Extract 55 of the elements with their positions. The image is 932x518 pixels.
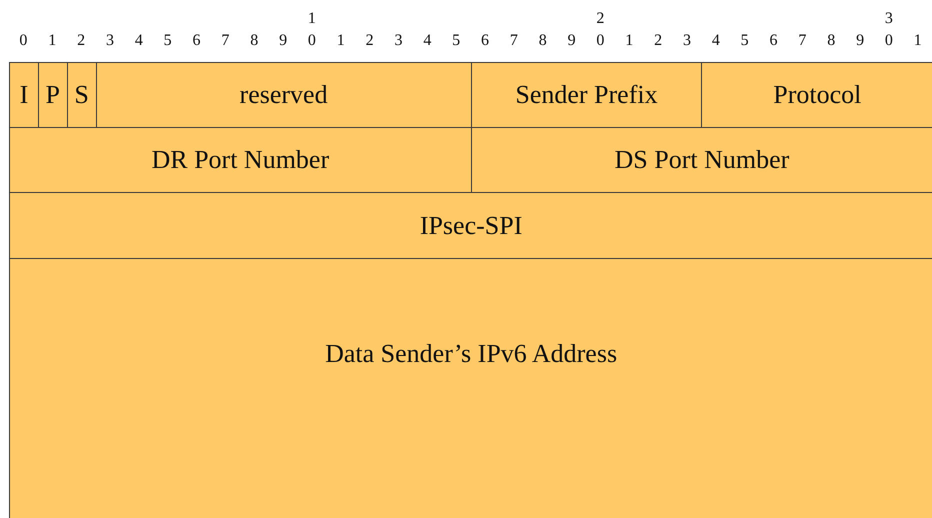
field-box [701,62,932,128]
bit-number: 3 [104,32,115,50]
field-label: P [46,80,60,110]
bit-number: 2 [653,32,664,50]
field-label: I [20,80,28,110]
bit-number: 0 [595,32,606,50]
bit-number: 2 [76,32,86,50]
bit-number: 4 [422,32,432,50]
field-label: DR Port Number [151,145,330,175]
bit-number: 0 [306,32,317,50]
field-label: IPsec-SPI [420,210,522,240]
bit-number: 6 [768,32,779,50]
bit-number: 6 [192,32,202,50]
field-box [66,62,97,128]
bit-tens-digit: 2 [595,10,606,28]
bit-number: 4 [134,32,144,50]
bit-tens-digit: 1 [306,10,317,28]
field-box [9,258,932,518]
bit-number: 5 [740,32,750,50]
field-box [470,62,702,128]
field-box [96,62,472,128]
bit-number: 0 [884,32,894,50]
bit-number: 8 [826,32,836,50]
field-box [9,192,932,259]
field-box [9,62,39,128]
field-box [38,62,68,128]
field-label: Data Sender’s IPv6 Address [325,339,618,369]
bit-number: 3 [393,32,404,50]
bit-number: 1 [336,32,346,50]
bit-number: 6 [480,32,490,50]
bit-number: 0 [18,32,28,50]
field-label: DS Port Number [614,145,790,175]
bit-number: 2 [364,32,375,50]
bit-number: 9 [566,32,577,50]
field-box [9,127,472,193]
bit-number: 7 [508,32,519,50]
field-label: S [74,80,89,110]
bit-number: 5 [162,32,173,50]
bit-tens-digit: 3 [884,10,894,28]
bit-number: 9 [855,32,866,50]
field-label: reserved [240,80,328,110]
bit-number: 8 [538,32,548,50]
bit-number: 1 [912,32,923,50]
bit-number: 1 [624,32,634,50]
bit-number: 7 [797,32,808,50]
field-label: Protocol [773,80,862,110]
field-box [470,127,932,193]
bit-number: 8 [249,32,260,50]
bit-number: 5 [451,32,462,50]
bit-number: 4 [710,32,721,50]
field-label: Sender Prefix [515,80,658,110]
bit-number: 9 [278,32,288,50]
bit-number: 7 [220,32,230,50]
bit-number: 1 [47,32,58,50]
bit-number: 3 [682,32,692,50]
